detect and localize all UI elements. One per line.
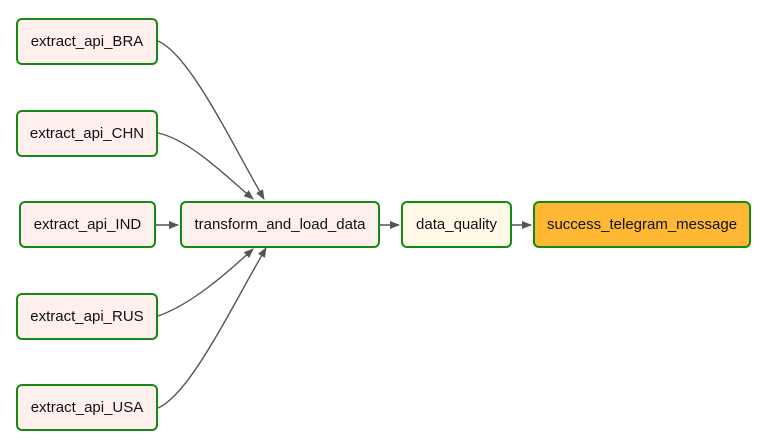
task-node-extract-api-bra[interactable]: extract_api_BRA bbox=[16, 18, 158, 65]
edge-usa-to-transform bbox=[157, 247, 267, 409]
task-label: transform_and_load_data bbox=[194, 216, 366, 233]
task-label: success_telegram_message bbox=[546, 216, 738, 233]
task-node-transform-and-load-data[interactable]: transform_and_load_data bbox=[180, 201, 380, 248]
task-node-extract-api-ind[interactable]: extract_api_IND bbox=[19, 201, 156, 248]
task-label: extract_api_USA bbox=[30, 399, 144, 416]
task-node-data-quality[interactable]: data_quality bbox=[401, 201, 512, 248]
task-label: data_quality bbox=[416, 216, 497, 233]
task-label: extract_api_RUS bbox=[30, 308, 144, 325]
task-label: extract_api_BRA bbox=[30, 33, 144, 50]
edge-bra-to-transform bbox=[157, 40, 265, 200]
edge-chn-to-transform bbox=[157, 132, 254, 200]
task-node-extract-api-rus[interactable]: extract_api_RUS bbox=[16, 293, 158, 340]
task-node-extract-api-chn[interactable]: extract_api_CHN bbox=[16, 110, 158, 157]
edge-rus-to-transform bbox=[157, 248, 254, 317]
task-node-extract-api-usa[interactable]: extract_api_USA bbox=[16, 384, 158, 431]
task-label: extract_api_IND bbox=[33, 216, 142, 233]
task-node-success-telegram-message[interactable]: success_telegram_message bbox=[533, 201, 751, 248]
task-label: extract_api_CHN bbox=[29, 125, 145, 142]
